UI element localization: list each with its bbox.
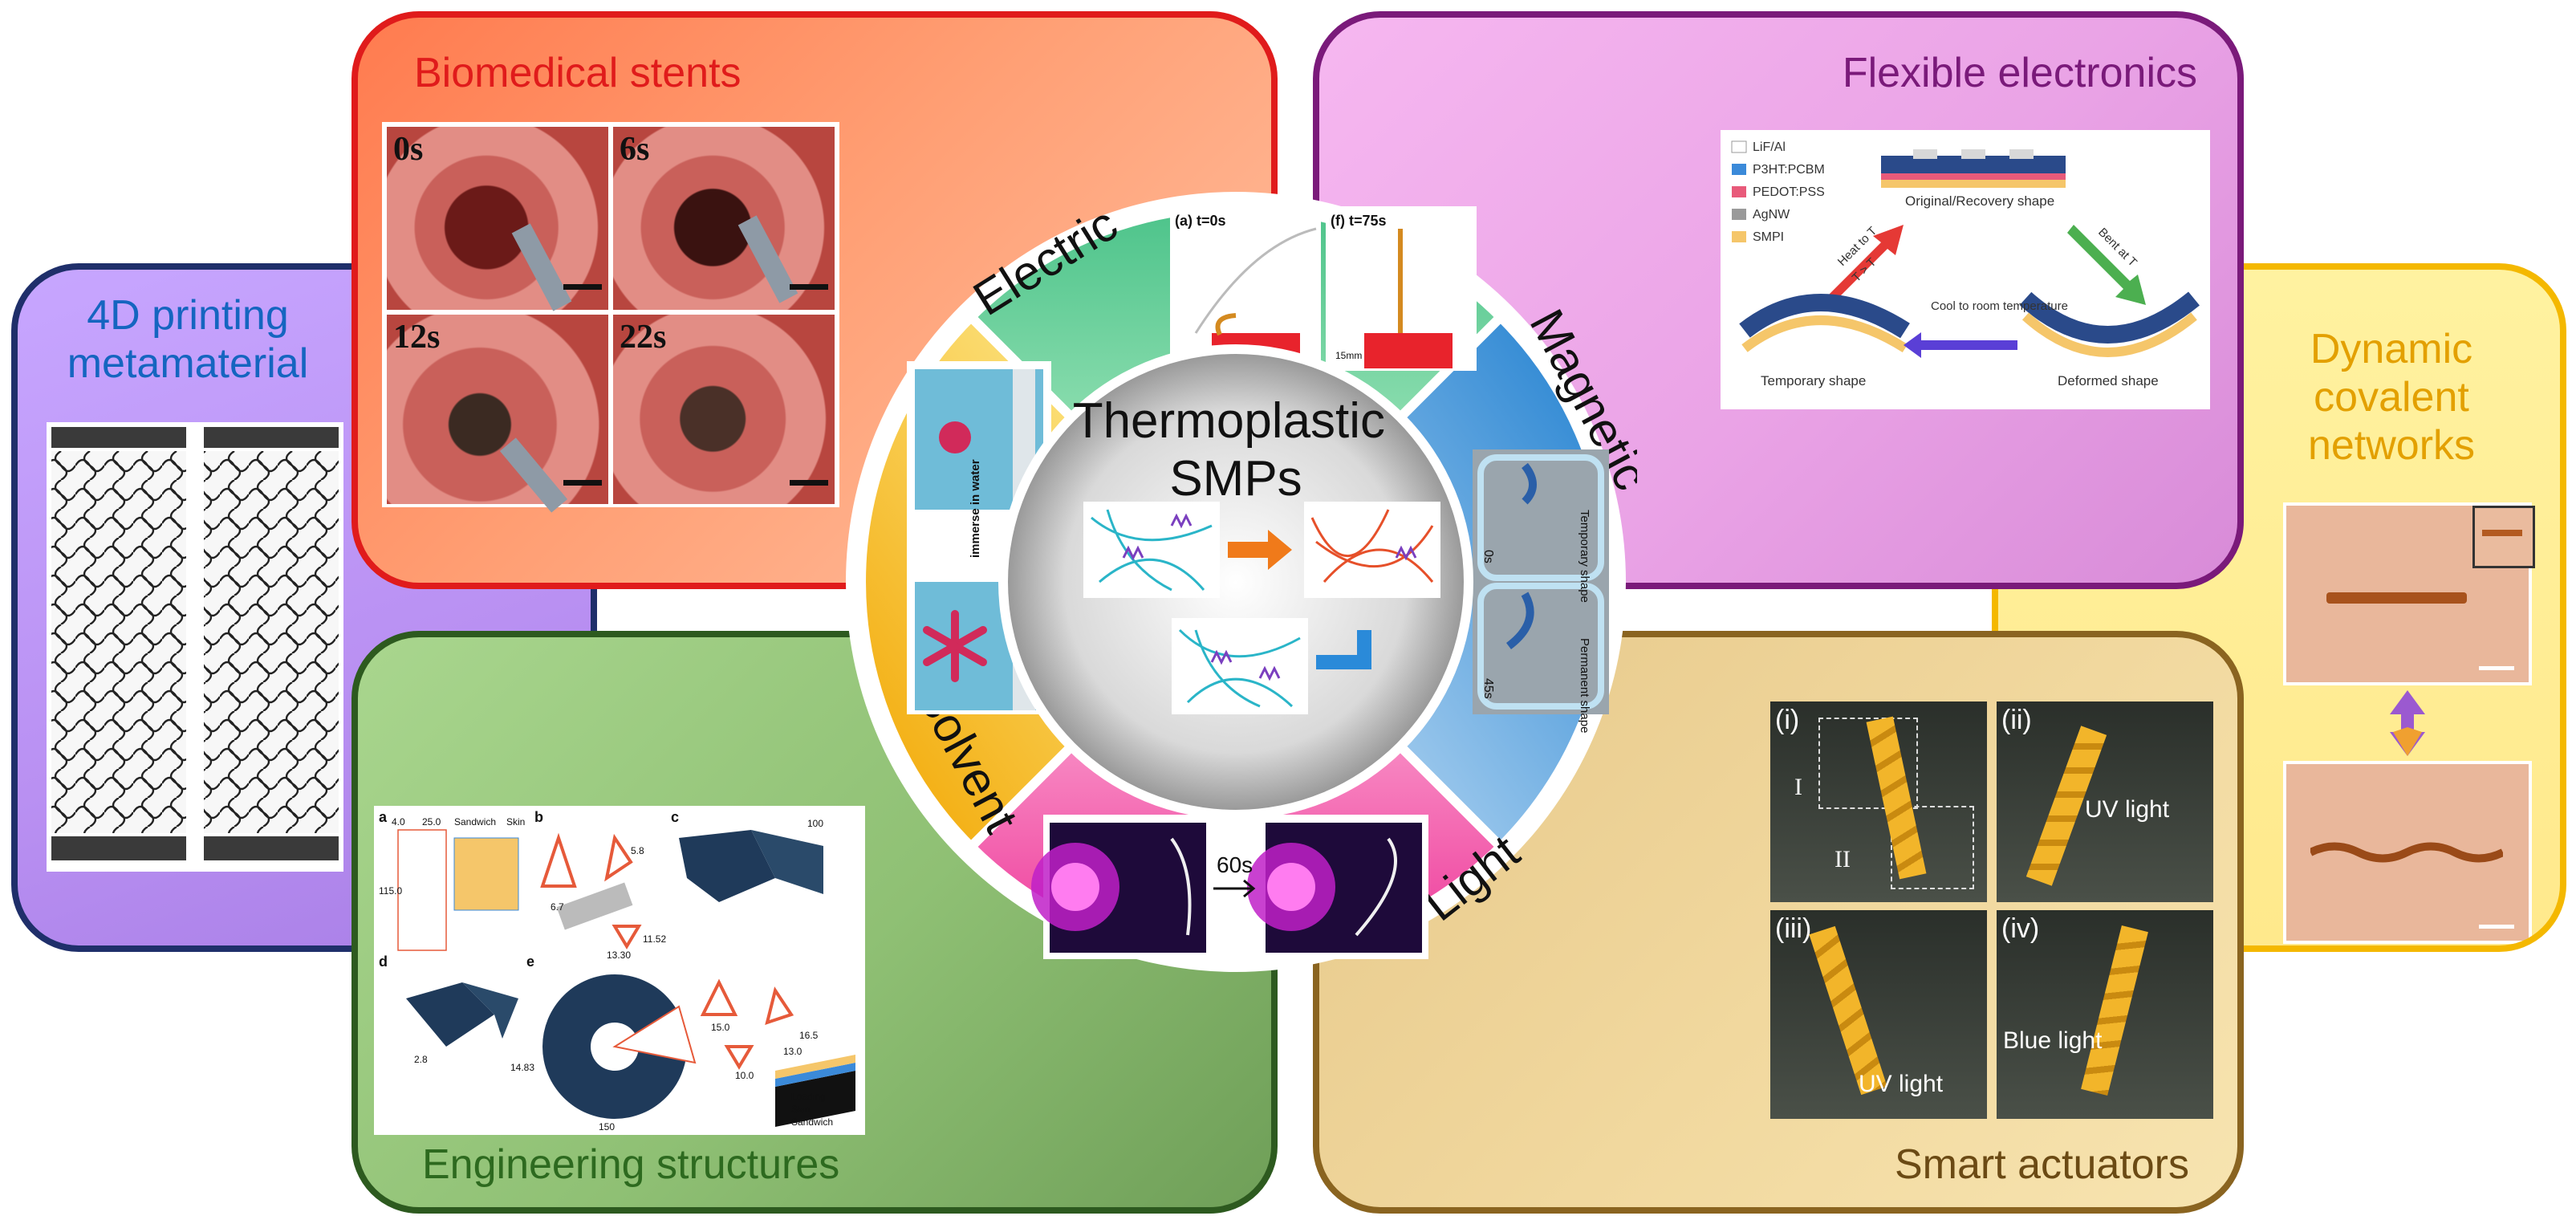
metamaterial-image	[47, 422, 343, 872]
svg-text:2.8: 2.8	[414, 1054, 428, 1065]
svg-text:PEDOT:PSS: PEDOT:PSS	[1753, 185, 1825, 199]
svg-text:Permanent shape: Permanent shape	[1578, 638, 1591, 733]
stent-frame-12: 12s	[387, 315, 608, 513]
svg-text:immerse in water: immerse in water	[969, 459, 982, 558]
flexible-layer-legend: LiF/Al P3HT:PCBM PEDOT:PSS AgNW SMPI	[1753, 140, 1825, 244]
svg-text:6.7: 6.7	[551, 901, 564, 913]
engineering-structures-diagram: a b c d e	[374, 806, 865, 1135]
svg-text:SMPI: SMPI	[1753, 230, 1784, 244]
svg-text:115.0: 115.0	[379, 885, 402, 897]
engineering-title: Engineering structures	[422, 1141, 840, 1189]
svg-text:Skin: Skin	[791, 1104, 810, 1115]
stent-frame-0: 0s	[387, 127, 608, 311]
stent-frame-6: 6s	[613, 127, 835, 310]
svg-text:100: 100	[807, 818, 823, 829]
svg-text:a: a	[379, 809, 388, 825]
svg-text:150: 150	[599, 1121, 615, 1133]
svg-text:Temporary shape: Temporary shape	[1761, 373, 1866, 388]
svg-text:5.8: 5.8	[631, 845, 644, 856]
svg-text:P3HT:PCBM: P3HT:PCBM	[1753, 163, 1825, 177]
svg-text:4.0: 4.0	[392, 816, 405, 828]
actuator-frame-ii: (ii) UV light	[1997, 701, 2213, 902]
biomedical-title: Biomedical stents	[414, 50, 742, 96]
actuator-frame-i: (i) I II	[1770, 701, 1987, 902]
svg-text:(a) t=0s: (a) t=0s	[1175, 213, 1226, 229]
svg-text:13.30: 13.30	[607, 950, 631, 961]
svg-text:AgNW: AgNW	[1753, 208, 1790, 222]
flexible-device-diagram: LiF/Al P3HT:PCBM PEDOT:PSS AgNW SMPI Ori…	[1721, 130, 2210, 409]
magnetic-photo: Temporary shape Permanent shape 0s 45s	[1473, 449, 1609, 733]
svg-text:45s: 45s	[1481, 678, 1495, 699]
dynamic-photo-bottom	[2283, 761, 2532, 944]
stimuli-wheel: Electric Magnetic Light Solvent (a) t=0s…	[846, 192, 1637, 972]
actuator-frame-iii: (iii) UV light	[1770, 910, 1987, 1119]
dynamic-title: Dynamic covalent networks	[2307, 326, 2476, 469]
svg-text:Original/Recovery shape: Original/Recovery shape	[1905, 193, 2054, 209]
svg-text:d: d	[379, 954, 388, 970]
svg-text:10.0: 10.0	[735, 1070, 754, 1081]
svg-text:c: c	[671, 809, 679, 825]
svg-text:b: b	[534, 809, 543, 825]
svg-text:15mm: 15mm	[1335, 350, 1362, 361]
light-photo: 60s	[1031, 815, 1428, 959]
panel-biomedical: Biomedical stents 0s 6s 12s 22s	[351, 11, 1278, 589]
actuator-frame-iv: (iv) Blue light	[1997, 910, 2213, 1119]
svg-text:60s: 60s	[1217, 852, 1253, 877]
double-arrow-icon	[2390, 690, 2425, 756]
svg-text:11.52: 11.52	[643, 933, 666, 945]
svg-text:14.83: 14.83	[510, 1062, 534, 1073]
svg-text:Temporary shape: Temporary shape	[1578, 510, 1591, 603]
svg-text:Skin: Skin	[506, 816, 525, 828]
svg-text:Cool to room temperature: Cool to room temperature	[1931, 299, 2068, 313]
svg-text:(f) t=75s: (f) t=75s	[1331, 213, 1387, 229]
polymer-network-diagrams	[1083, 502, 1440, 714]
svg-text:Sandwich: Sandwich	[791, 1116, 833, 1128]
center-title-line1: Thermoplastic	[1073, 393, 1385, 449]
svg-text:Deformed shape: Deformed shape	[2058, 373, 2159, 388]
printing-title: 4D printing metamaterial	[67, 292, 309, 387]
center-title-line2: SMPs	[1169, 451, 1302, 506]
svg-text:16.5: 16.5	[799, 1030, 819, 1041]
svg-text:Sandwich: Sandwich	[454, 816, 496, 828]
flexible-title: Flexible electronics	[1842, 50, 2197, 96]
stent-frame-22: 22s	[613, 315, 835, 504]
svg-text:0s: 0s	[1481, 550, 1495, 563]
svg-text:e: e	[526, 954, 534, 970]
svg-text:25.0: 25.0	[422, 816, 441, 828]
dynamic-photo-top	[2283, 502, 2535, 685]
smart-title: Smart actuators	[1894, 1141, 2189, 1189]
svg-text:15.0: 15.0	[711, 1022, 730, 1033]
center-title: Thermoplastic SMPs	[1073, 393, 1400, 506]
svg-text:Loading: Loading	[791, 1091, 826, 1102]
svg-text:13.0: 13.0	[783, 1046, 802, 1057]
svg-text:LiF/Al: LiF/Al	[1753, 140, 1786, 154]
center-disc	[1008, 354, 1464, 810]
